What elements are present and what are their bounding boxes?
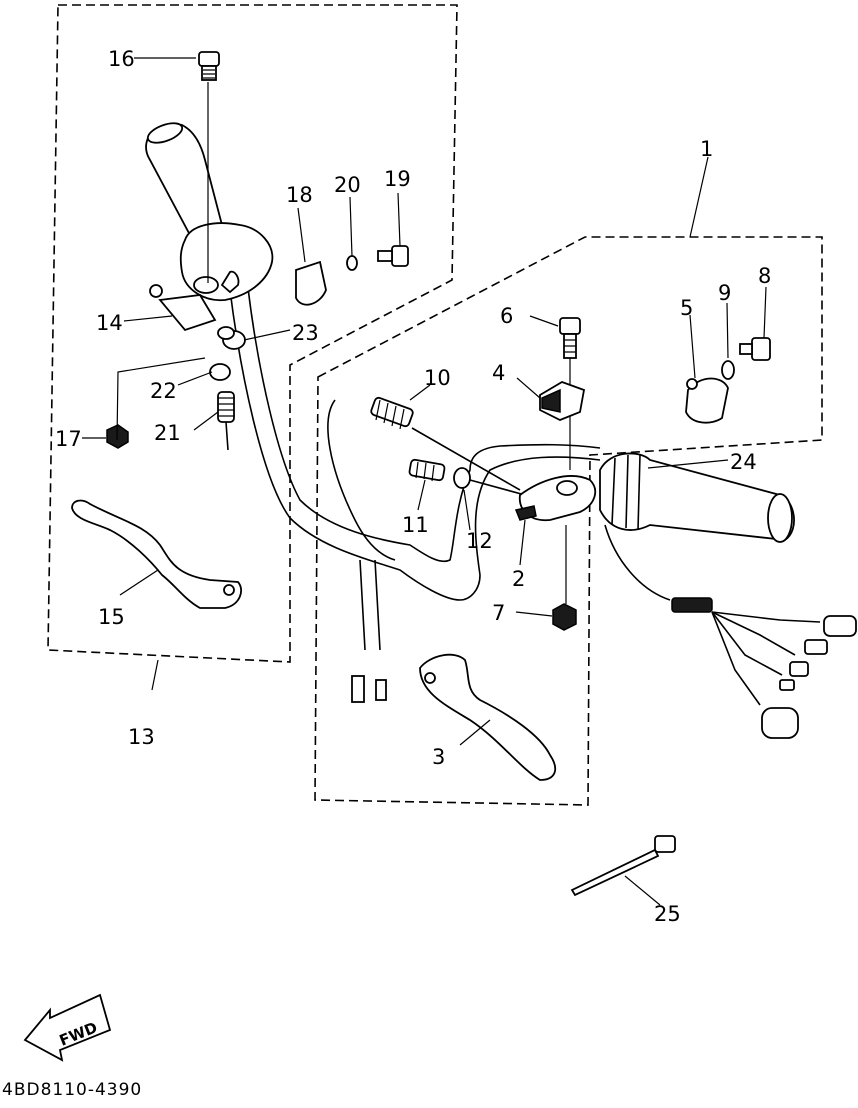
adjuster-21 [217, 391, 235, 451]
screw-8 [739, 337, 771, 361]
callout-24: 24 [730, 450, 757, 474]
bolt-6 [559, 317, 581, 359]
holder-5 [685, 377, 729, 424]
callout-6: 6 [500, 304, 513, 328]
nut-23 [217, 326, 246, 350]
callout-14: 14 [96, 311, 123, 335]
clamp-18 [295, 260, 327, 306]
bolt-16 [198, 51, 220, 81]
callout-9: 9 [718, 281, 731, 305]
washer-9 [721, 360, 735, 380]
leader-lines [82, 57, 767, 906]
callout-8: 8 [758, 264, 771, 288]
callout-13: 13 [128, 725, 155, 749]
left-grip [145, 122, 224, 237]
connectors [761, 615, 857, 739]
switch-4 [539, 381, 586, 421]
callout-20: 20 [334, 173, 361, 197]
adjuster-22 [209, 363, 231, 381]
left-lever-holder [149, 222, 274, 332]
callout-15: 15 [98, 605, 125, 629]
diagram-code: 4BD8110-4390 [2, 1080, 142, 1100]
right-lever-holder [514, 475, 597, 522]
cable-tie-25 [570, 835, 676, 897]
callout-5: 5 [680, 296, 693, 320]
nut-7 [552, 603, 577, 631]
callouts: 16 18 20 19 14 23 22 21 17 15 13 1 5 9 8… [55, 47, 771, 926]
wire-harness-left [351, 559, 387, 703]
handlebar [229, 287, 601, 601]
throttle-cable [604, 524, 821, 706]
callout-4: 4 [492, 361, 505, 385]
callout-3: 3 [432, 745, 445, 769]
callout-7: 7 [492, 601, 505, 625]
callout-17: 17 [55, 427, 82, 451]
switch-11 [408, 458, 446, 482]
callout-23: 23 [292, 321, 319, 345]
callout-18: 18 [286, 183, 313, 207]
spacer-12 [453, 467, 526, 496]
callout-1: 1 [700, 137, 713, 161]
fwd-arrow: FWD [23, 993, 112, 1062]
callout-22: 22 [150, 379, 177, 403]
callout-25: 25 [654, 902, 681, 926]
callout-12: 12 [466, 529, 493, 553]
left-lever-15 [71, 499, 242, 609]
callout-2: 2 [512, 567, 525, 591]
callout-16: 16 [108, 47, 135, 71]
group-1-boundary [314, 236, 823, 806]
callout-19: 19 [384, 167, 411, 191]
washer-20 [346, 255, 358, 271]
throttle-grip-24 [599, 452, 795, 543]
callout-11: 11 [402, 513, 429, 537]
screw-19 [377, 245, 409, 267]
group-13-boundary [47, 4, 458, 663]
switch-10 [370, 396, 521, 491]
right-lever-3 [419, 653, 557, 781]
callout-21: 21 [154, 421, 181, 445]
callout-10: 10 [424, 366, 451, 390]
